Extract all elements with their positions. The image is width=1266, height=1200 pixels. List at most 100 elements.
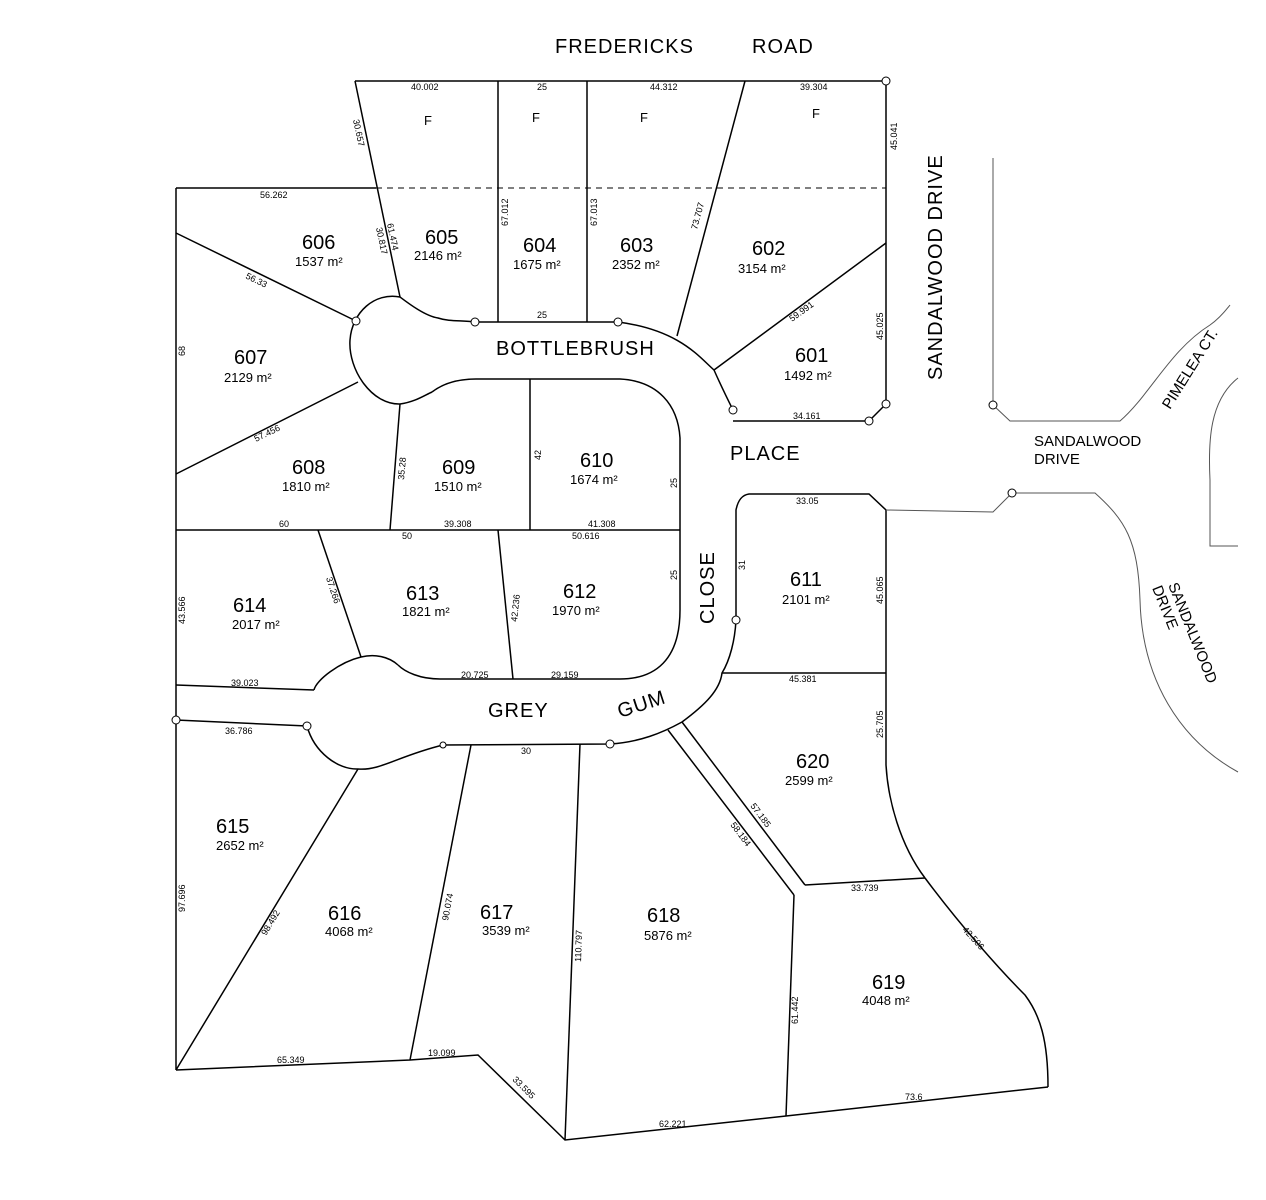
road-label-sandalwood-drive: SANDALWOOD DRIVE	[925, 154, 947, 380]
road-label-gum: GUM	[615, 686, 669, 722]
boundary-615-616	[175, 768, 359, 1071]
flood-mark: F	[640, 110, 648, 125]
dimension-label: 60	[279, 519, 289, 529]
south-boundary	[175, 1054, 1049, 1141]
lot-number: 603	[620, 235, 653, 257]
dimension-label: 20.725	[461, 670, 489, 680]
pimelea-edge	[1208, 377, 1239, 547]
road-label-close: CLOSE	[697, 551, 719, 624]
accessway-east	[681, 721, 806, 886]
survey-point	[613, 317, 623, 327]
survey-point	[470, 317, 480, 327]
lot-area: 1492 m²	[784, 368, 832, 383]
lot-area: 1674 m²	[570, 472, 618, 487]
survey-point	[731, 615, 741, 625]
lot-number: 601	[795, 345, 828, 367]
boundary-619-620	[804, 877, 926, 886]
lot-area: 4048 m²	[862, 993, 910, 1008]
lot-area: 2146 m²	[414, 248, 462, 263]
lot-number: 607	[234, 347, 267, 369]
boundary-617-618	[564, 743, 581, 1141]
lot-number: 614	[233, 595, 266, 617]
road-connection	[885, 492, 1013, 513]
lot-area: 2599 m²	[785, 773, 833, 788]
lot-number: 611	[790, 569, 822, 591]
sandalwood-drive-edge-west	[992, 158, 1231, 422]
lot-area: 2129 m²	[224, 370, 272, 385]
lot-number: 619	[872, 972, 905, 994]
survey-point	[439, 741, 447, 749]
survey-points	[171, 76, 1017, 749]
dimension-label: 42	[533, 450, 543, 460]
dimension-label: 50	[402, 531, 412, 541]
dimension-label: 25	[669, 478, 679, 488]
dimension-label: 25	[537, 82, 547, 92]
boundary-602-603	[676, 80, 746, 337]
lot-number: 618	[647, 905, 680, 927]
lot-area: 1675 m²	[513, 257, 561, 272]
boundary-601-602	[713, 242, 887, 371]
dimension-label: 39.304	[800, 82, 828, 92]
flood-mark: F	[424, 113, 432, 128]
boundary-608-609	[389, 403, 401, 531]
lot-area: 1821 m²	[402, 604, 450, 619]
dimension-label: 65.349	[277, 1055, 305, 1065]
boundary-607-608	[175, 381, 359, 475]
lot-number: 606	[302, 232, 335, 254]
dimension-label: 43.566	[177, 596, 187, 624]
dimension-label: 67.012	[500, 198, 510, 226]
boundary-616-617	[409, 744, 472, 1061]
road-label-sandalwood-1: SANDALWOOD	[1034, 433, 1141, 450]
dimension-label: 41.308	[588, 519, 616, 529]
boundary-612-613	[497, 529, 514, 680]
road-label-bottlebrush: BOTTLEBRUSH	[496, 338, 655, 360]
lot-area: 2101 m²	[782, 592, 830, 607]
lot-number: 617	[480, 902, 513, 924]
dimension-label: 42.236	[509, 594, 522, 622]
dimension-label: 25.705	[875, 710, 885, 738]
boundary-618-619	[785, 894, 795, 1117]
lot-number: 615	[216, 816, 249, 838]
dimension-label: 110.797	[573, 930, 584, 962]
road-label-place: PLACE	[730, 443, 801, 465]
boundary-606-607	[175, 232, 357, 322]
lot-area: 1970 m²	[552, 603, 600, 618]
dimension-label: 39.023	[231, 678, 259, 688]
dimension-label: 56.33	[244, 271, 269, 290]
accessway-west	[667, 729, 795, 896]
lot-area: 2017 m²	[232, 617, 280, 632]
lot-area: 3539 m²	[482, 923, 530, 938]
boundary-615-north	[175, 719, 308, 727]
dimension-label: 68	[177, 346, 187, 356]
east-boundary-620	[885, 673, 926, 879]
road-label-fredericks-road: ROAD	[752, 36, 814, 58]
road-label-sandalwood-2: DRIVE	[1034, 451, 1080, 468]
lot-number: 620	[796, 751, 829, 773]
dimension-label: 44.312	[650, 82, 678, 92]
inner-block-edge	[431, 378, 681, 530]
survey-point	[351, 316, 361, 326]
boundary-614-south	[175, 684, 315, 691]
dimension-label: 39.308	[444, 519, 472, 529]
survey-point	[881, 399, 891, 409]
dimension-label: 25	[537, 310, 547, 320]
lot-number: 613	[406, 583, 439, 605]
lot-number: 604	[523, 235, 556, 257]
culdesac-grey-gum	[306, 654, 444, 770]
road-edge-grey-gum-south	[442, 619, 737, 746]
lot-number: 605	[425, 227, 458, 249]
lot-area: 2652 m²	[216, 838, 264, 853]
flood-mark: F	[532, 110, 540, 125]
dimension-label: 30	[521, 746, 531, 756]
lot-lines	[175, 80, 1239, 1141]
lot-area: 1510 m²	[434, 479, 482, 494]
survey-point	[1007, 488, 1017, 498]
dimension-label: 61.442	[790, 996, 800, 1024]
survey-point	[605, 739, 615, 749]
culdesac-west	[349, 295, 433, 405]
dimension-label: 42.506	[961, 925, 987, 952]
dimension-label: 33.05	[796, 496, 819, 506]
survey-point	[881, 76, 891, 86]
road-label-grey: GREY	[488, 700, 549, 722]
